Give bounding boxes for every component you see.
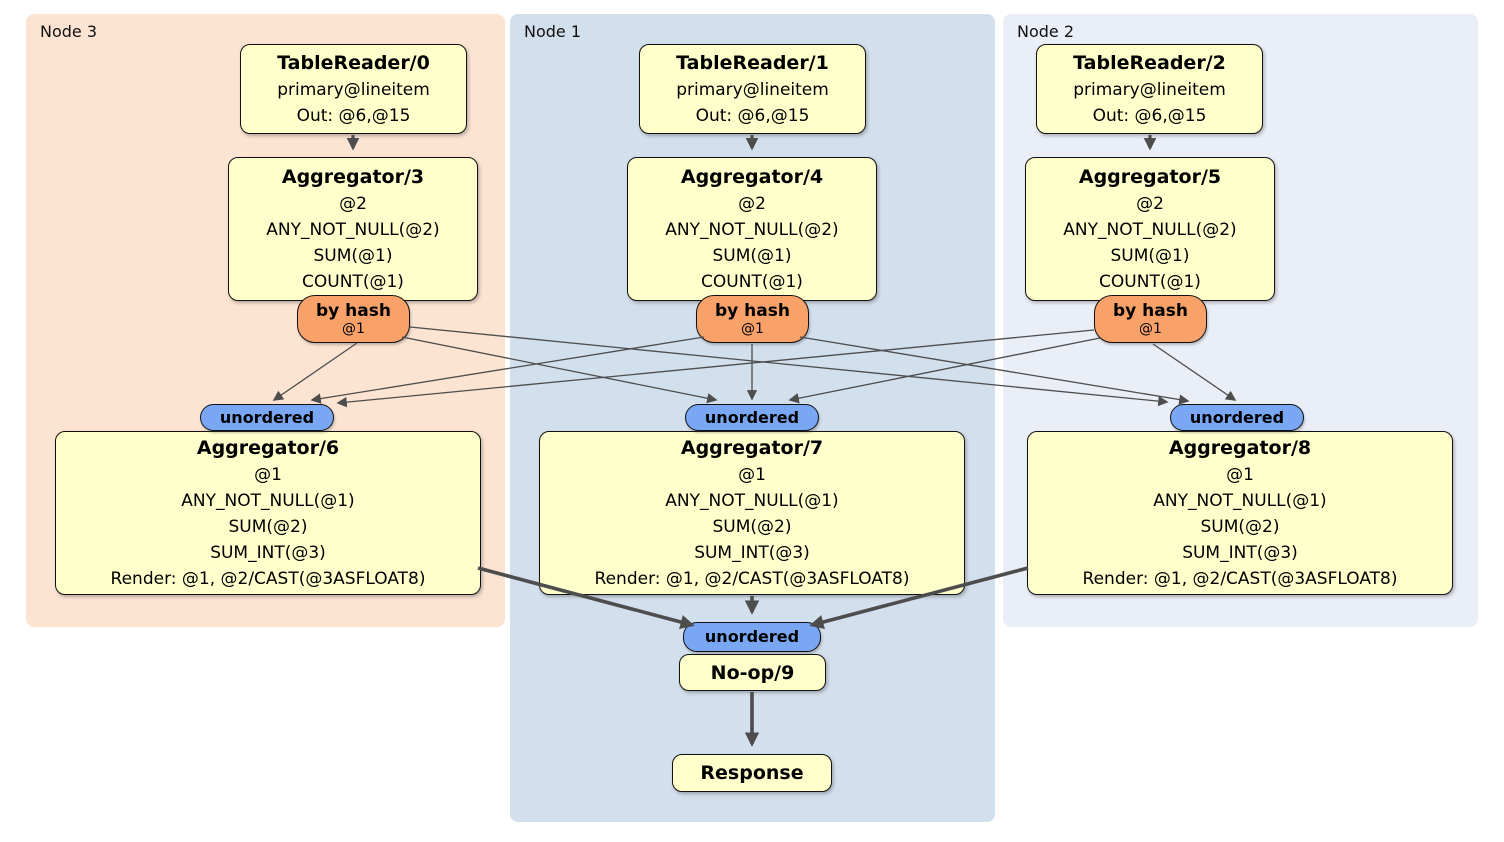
processor-line: @2 xyxy=(1136,194,1164,214)
stream-label: unordered xyxy=(704,407,800,427)
router-detail: @1 xyxy=(1139,320,1162,337)
router-by-hash-node2: by hash @1 xyxy=(1094,295,1207,343)
router-detail: @1 xyxy=(342,320,365,337)
processor-line: SUM(@2) xyxy=(712,517,792,537)
processor-tablereader-2: TableReader/2 primary@lineitem Out: @6,@… xyxy=(1036,44,1263,134)
processor-line: SUM_INT(@3) xyxy=(210,543,326,563)
processor-line: primary@lineitem xyxy=(1073,80,1226,100)
processor-line: SUM(@2) xyxy=(228,517,308,537)
processor-title: Aggregator/4 xyxy=(680,166,824,188)
stream-label: unordered xyxy=(704,627,800,646)
processor-line: ANY_NOT_NULL(@2) xyxy=(266,220,440,240)
processor-line: ANY_NOT_NULL(@1) xyxy=(665,491,839,511)
processor-title: TableReader/2 xyxy=(1073,52,1226,74)
processor-title: TableReader/0 xyxy=(277,52,430,74)
processor-line: Render: @1, @2/CAST(@3ASFLOAT8) xyxy=(594,569,910,589)
processor-title: TableReader/1 xyxy=(676,52,829,74)
processor-line: SUM(@2) xyxy=(1200,517,1280,537)
processor-line: ANY_NOT_NULL(@1) xyxy=(1153,491,1327,511)
processor-title: Aggregator/7 xyxy=(680,437,824,459)
processor-line: primary@lineitem xyxy=(277,80,430,100)
processor-line: @1 xyxy=(254,465,282,485)
processor-response: Response xyxy=(672,754,832,792)
processor-line: Out: @6,@15 xyxy=(296,106,411,126)
node-group-1-label: Node 1 xyxy=(524,22,582,41)
processor-line: SUM(@1) xyxy=(712,246,792,266)
processor-line: ANY_NOT_NULL(@2) xyxy=(1063,220,1237,240)
router-by-hash-node3: by hash @1 xyxy=(297,295,410,343)
processor-title: Aggregator/6 xyxy=(196,437,340,459)
processor-aggregator-8: Aggregator/8 @1 ANY_NOT_NULL(@1) SUM(@2)… xyxy=(1027,431,1453,595)
stream-unordered-node1: unordered xyxy=(685,404,819,431)
node-group-2-label: Node 2 xyxy=(1017,22,1075,41)
processor-line: Render: @1, @2/CAST(@3ASFLOAT8) xyxy=(1082,569,1398,589)
stream-unordered-final: unordered xyxy=(683,622,821,652)
router-label: by hash xyxy=(316,300,391,321)
processor-line: SUM(@1) xyxy=(1110,246,1190,266)
processor-line: COUNT(@1) xyxy=(701,272,803,292)
processor-line: primary@lineitem xyxy=(676,80,829,100)
processor-aggregator-6: Aggregator/6 @1 ANY_NOT_NULL(@1) SUM(@2)… xyxy=(55,431,481,595)
processor-title: No-op/9 xyxy=(710,661,795,684)
processor-line: ANY_NOT_NULL(@2) xyxy=(665,220,839,240)
processor-aggregator-3: Aggregator/3 @2 ANY_NOT_NULL(@2) SUM(@1)… xyxy=(228,157,478,301)
processor-tablereader-0: TableReader/0 primary@lineitem Out: @6,@… xyxy=(240,44,467,134)
stream-label: unordered xyxy=(219,407,315,427)
processor-aggregator-4: Aggregator/4 @2 ANY_NOT_NULL(@2) SUM(@1)… xyxy=(627,157,877,301)
processor-line: @2 xyxy=(738,194,766,214)
processor-title: Response xyxy=(700,762,804,784)
processor-tablereader-1: TableReader/1 primary@lineitem Out: @6,@… xyxy=(639,44,866,134)
processor-line: COUNT(@1) xyxy=(302,272,404,292)
processor-line: COUNT(@1) xyxy=(1099,272,1201,292)
processor-line: Render: @1, @2/CAST(@3ASFLOAT8) xyxy=(110,569,426,589)
processor-line: @1 xyxy=(1226,465,1254,485)
processor-title: Aggregator/3 xyxy=(281,166,425,188)
processor-title: Aggregator/8 xyxy=(1168,437,1312,459)
processor-line: SUM(@1) xyxy=(313,246,393,266)
router-label: by hash xyxy=(715,300,790,321)
processor-line: Out: @6,@15 xyxy=(695,106,810,126)
processor-aggregator-5: Aggregator/5 @2 ANY_NOT_NULL(@2) SUM(@1)… xyxy=(1025,157,1275,301)
processor-title: Aggregator/5 xyxy=(1078,166,1222,188)
stream-unordered-node3: unordered xyxy=(200,404,334,431)
processor-line: @2 xyxy=(339,194,367,214)
processor-noop-9: No-op/9 xyxy=(679,654,826,691)
processor-line: Out: @6,@15 xyxy=(1092,106,1207,126)
processor-line: @1 xyxy=(738,465,766,485)
processor-line: ANY_NOT_NULL(@1) xyxy=(181,491,355,511)
processor-line: SUM_INT(@3) xyxy=(694,543,810,563)
router-detail: @1 xyxy=(741,320,764,337)
router-label: by hash xyxy=(1113,300,1188,321)
processor-aggregator-7: Aggregator/7 @1 ANY_NOT_NULL(@1) SUM(@2)… xyxy=(539,431,965,595)
stream-label: unordered xyxy=(1189,407,1285,427)
router-by-hash-node1: by hash @1 xyxy=(696,295,809,343)
stream-unordered-node2: unordered xyxy=(1170,404,1304,431)
node-group-3-label: Node 3 xyxy=(40,22,98,41)
processor-line: SUM_INT(@3) xyxy=(1182,543,1298,563)
